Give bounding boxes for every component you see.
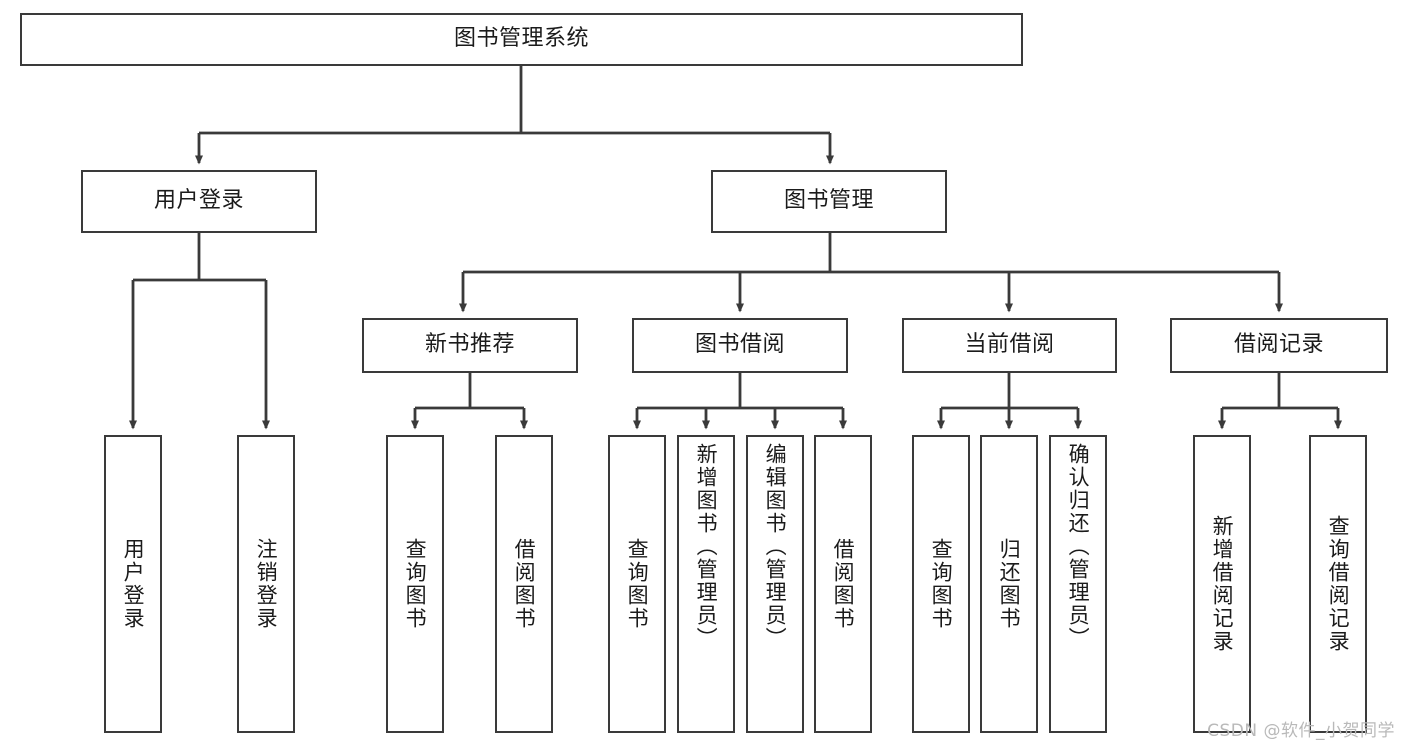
- leaf-label: 借阅图书: [512, 538, 537, 630]
- node-borrow-record[interactable]: 借阅记录: [1170, 318, 1388, 373]
- leaf-label: 归还图书: [997, 538, 1022, 630]
- leaf-current-borrow-0[interactable]: 查询图书: [912, 435, 970, 733]
- node-book-borrow-label: 图书借阅: [694, 332, 785, 358]
- leaf-label: 查询图书: [929, 538, 954, 630]
- node-current-borrow-label: 当前借阅: [964, 332, 1055, 358]
- node-new-book-recommend[interactable]: 新书推荐: [362, 318, 578, 373]
- node-borrow-record-label: 借阅记录: [1233, 332, 1324, 358]
- leaf-label: 编辑图书（管理员）: [763, 443, 788, 650]
- leaf-label: 借阅图书: [831, 538, 856, 630]
- leaf-current-borrow-2[interactable]: 确认归还（管理员）: [1049, 435, 1107, 733]
- node-new-book-recommend-label: 新书推荐: [424, 332, 515, 358]
- leaf-new-book-1[interactable]: 借阅图书: [495, 435, 553, 733]
- leaf-new-book-0[interactable]: 查询图书: [386, 435, 444, 733]
- leaf-current-borrow-1[interactable]: 归还图书: [980, 435, 1038, 733]
- csdn-watermark: CSDN @软件_小贺同学: [1207, 721, 1395, 741]
- node-root-label: 图书管理系统: [453, 26, 589, 52]
- leaf-label: 用户登录: [121, 538, 146, 630]
- leaf-label: 确认归还（管理员）: [1066, 443, 1091, 650]
- node-book-manage-label: 图书管理: [783, 188, 874, 214]
- leaf-label: 新增借阅记录: [1210, 515, 1235, 653]
- leaf-label: 查询借阅记录: [1326, 515, 1351, 653]
- leaf-label: 注销登录: [254, 538, 279, 630]
- leaf-book-borrow-1[interactable]: 新增图书（管理员）: [677, 435, 735, 733]
- leaf-book-borrow-0[interactable]: 查询图书: [608, 435, 666, 733]
- leaf-user-login-1[interactable]: 注销登录: [237, 435, 295, 733]
- leaf-book-borrow-2[interactable]: 编辑图书（管理员）: [746, 435, 804, 733]
- node-user-login-label: 用户登录: [153, 188, 244, 214]
- leaf-label: 查询图书: [403, 538, 428, 630]
- node-book-manage[interactable]: 图书管理: [711, 170, 947, 233]
- leaf-user-login-0[interactable]: 用户登录: [104, 435, 162, 733]
- node-book-borrow[interactable]: 图书借阅: [632, 318, 848, 373]
- node-user-login[interactable]: 用户登录: [81, 170, 317, 233]
- node-root[interactable]: 图书管理系统: [20, 13, 1023, 66]
- node-current-borrow[interactable]: 当前借阅: [902, 318, 1117, 373]
- leaf-label: 新增图书（管理员）: [694, 443, 719, 650]
- leaf-label: 查询图书: [625, 538, 650, 630]
- leaf-book-borrow-3[interactable]: 借阅图书: [814, 435, 872, 733]
- leaf-borrow-record-0[interactable]: 新增借阅记录: [1193, 435, 1251, 733]
- leaf-borrow-record-1[interactable]: 查询借阅记录: [1309, 435, 1367, 733]
